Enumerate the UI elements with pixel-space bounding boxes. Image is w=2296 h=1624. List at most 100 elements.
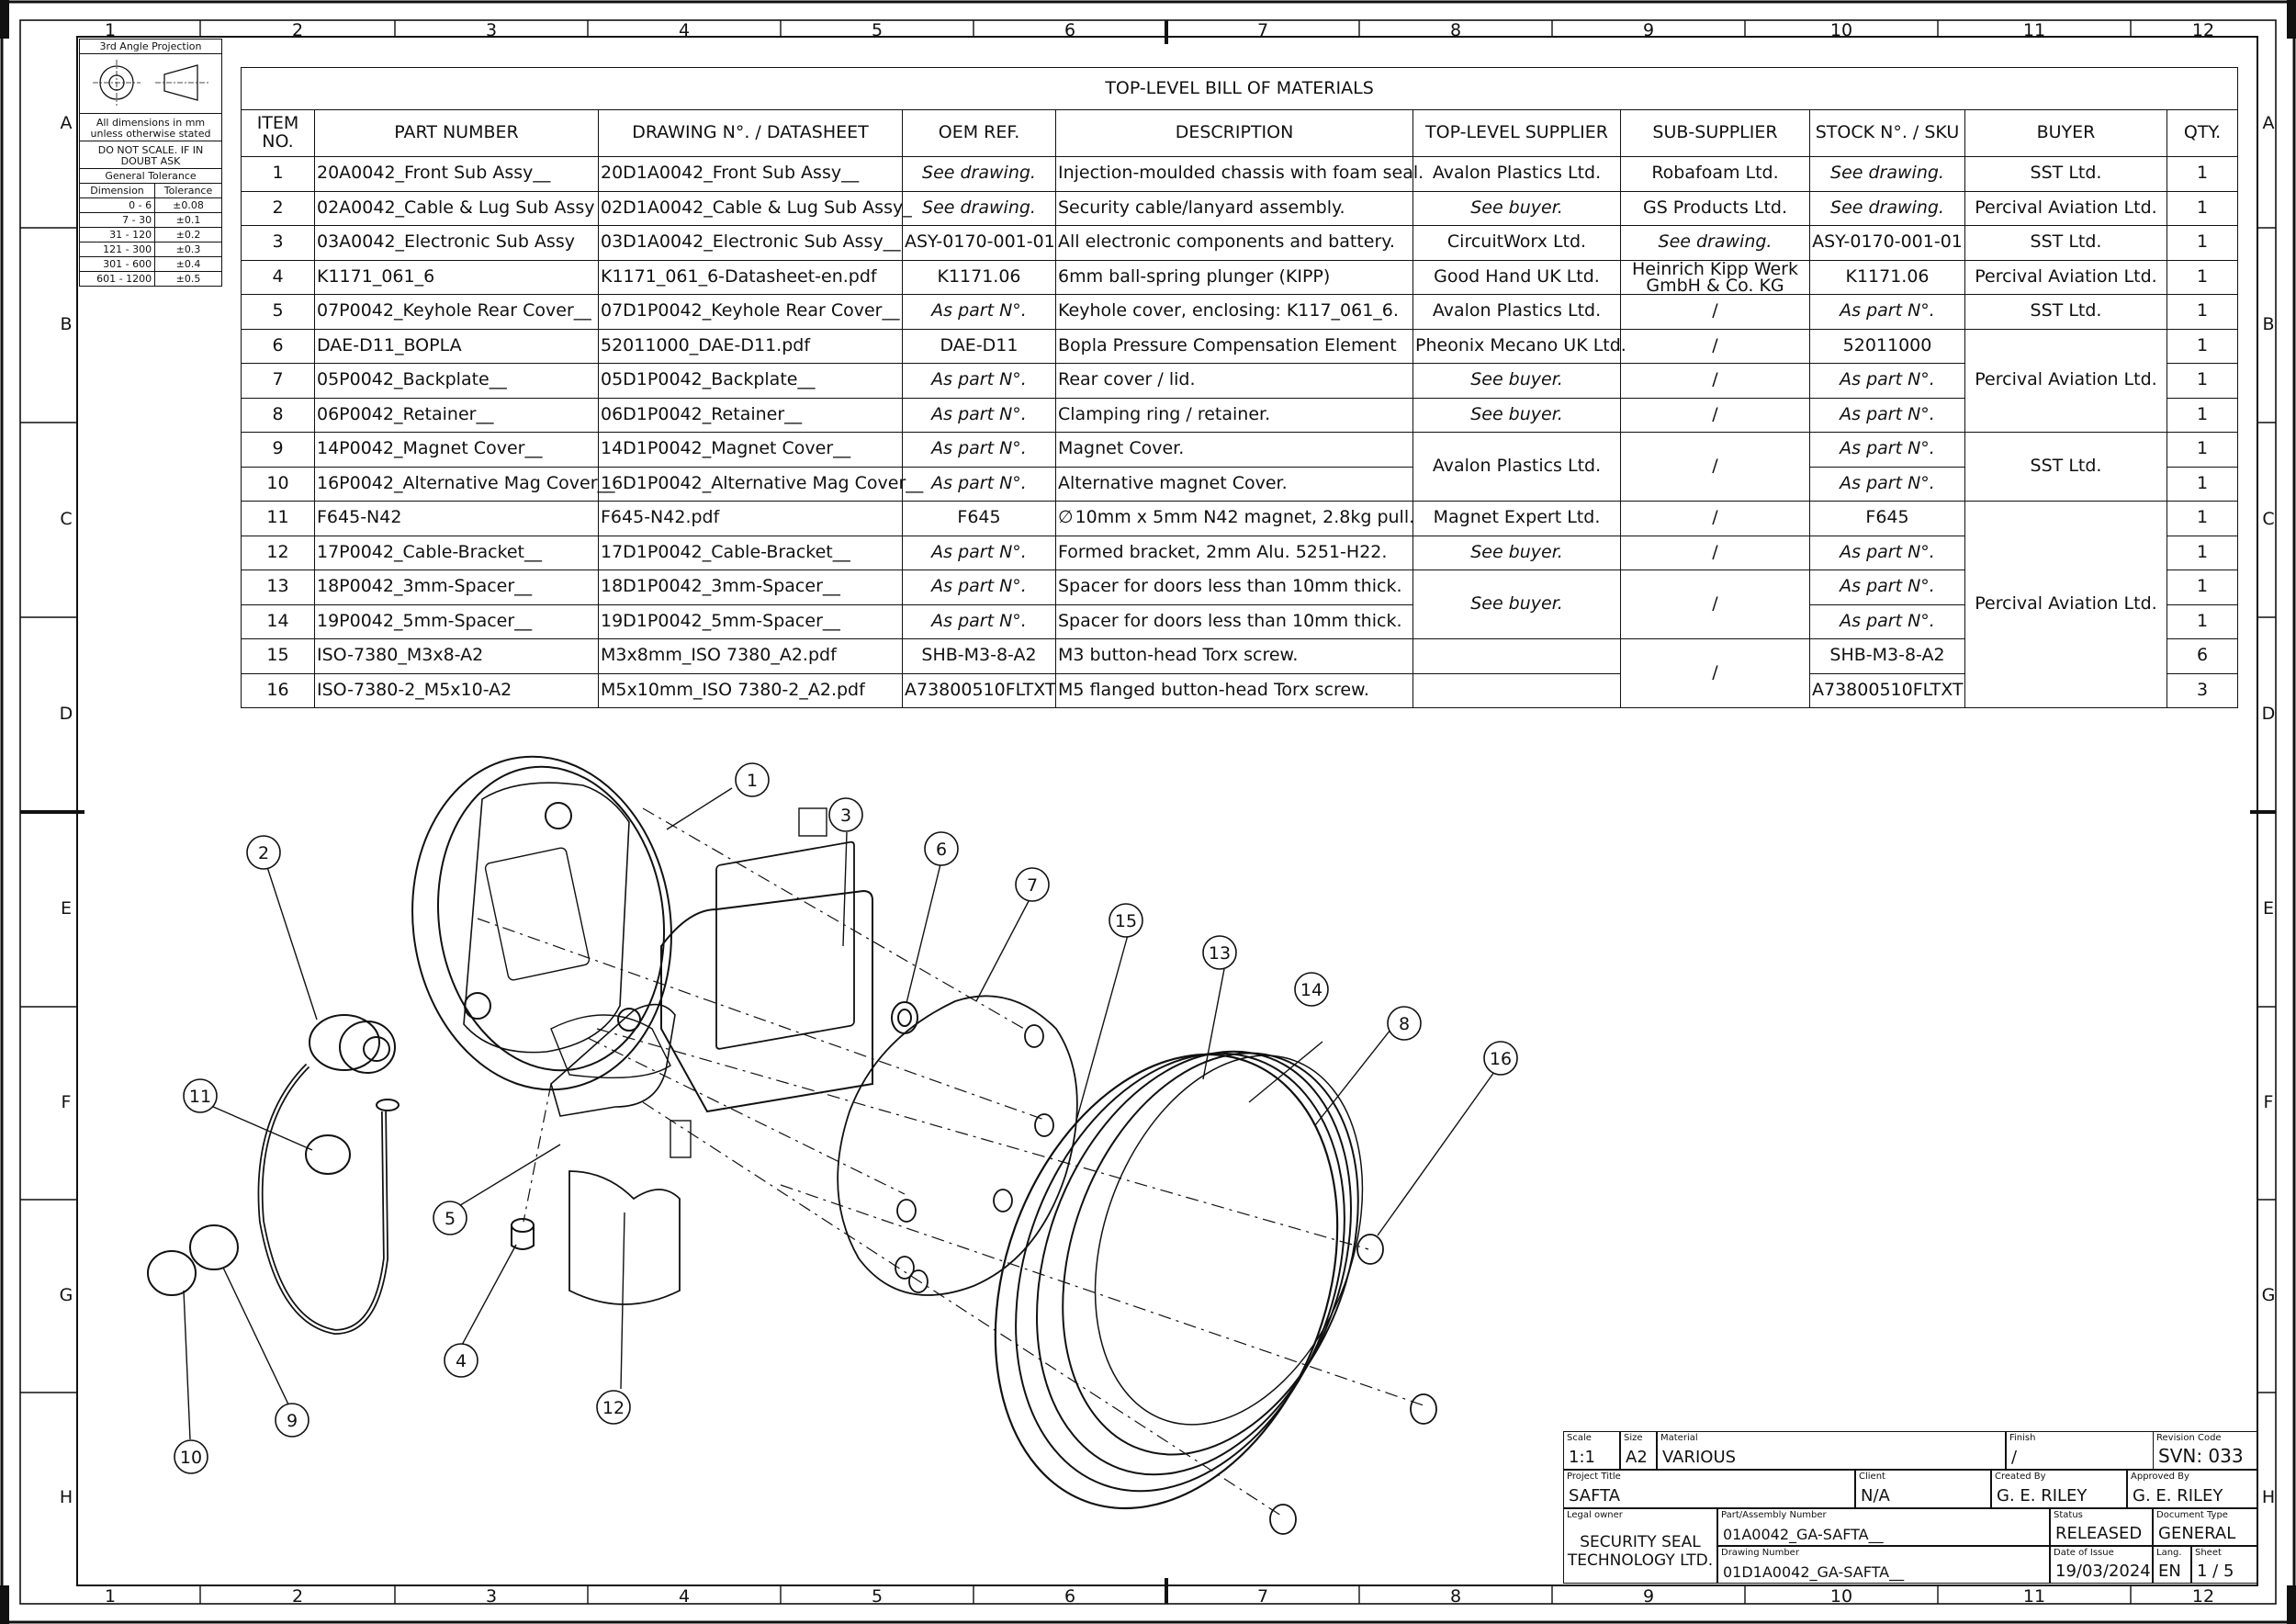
zone-col-top-12: 12 bbox=[2191, 20, 2215, 40]
bom-cell-item: 10 bbox=[241, 466, 315, 502]
bom-title: TOP-LEVEL BILL OF MATERIALS bbox=[240, 67, 2239, 110]
bom-cell-description: Alternative magnet Cover. bbox=[1055, 466, 1413, 502]
bom-cell-oem-ref: As part N°. bbox=[902, 397, 1056, 433]
bom-cell-top-supplier: See buyer. bbox=[1412, 535, 1621, 570]
bom-cell-qty: 1 bbox=[2166, 397, 2239, 433]
bom-cell-drawing: 19D1P0042_5mm-Spacer__ bbox=[598, 603, 903, 639]
magnet-cover-part bbox=[189, 1224, 239, 1270]
zone-row-left-D: D bbox=[59, 704, 73, 724]
bom-cell-sub-supplier: See drawing. bbox=[1620, 225, 1810, 261]
bom-cell-oem-ref: As part N°. bbox=[902, 603, 1056, 639]
bom-cell-top-supplier: See buyer. bbox=[1412, 363, 1621, 399]
bom-cell-top-supplier: See buyer. bbox=[1412, 190, 1621, 226]
balloon-label-8: 8 bbox=[1399, 1014, 1410, 1034]
balloon-label-12: 12 bbox=[602, 1398, 625, 1418]
balloon-10 bbox=[174, 1439, 208, 1474]
balloon-label-15: 15 bbox=[1115, 911, 1137, 931]
col-top-supplier: TOP-LEVEL SUPPLIER bbox=[1412, 109, 1621, 157]
bom-cell-part-number: ISO-7380_M3x8-A2 bbox=[314, 638, 599, 674]
balloon-label-3: 3 bbox=[840, 806, 851, 826]
bom-cell-drawing: F645-N42.pdf bbox=[598, 501, 903, 536]
balloon-label-6: 6 bbox=[936, 840, 947, 860]
bom-cell-oem-ref: As part N°. bbox=[902, 294, 1056, 330]
bom-cell-qty: 1 bbox=[2166, 225, 2239, 261]
tol-row: 31 - 120±0.2 bbox=[78, 227, 222, 242]
bom-cell-qty: 1 bbox=[2166, 535, 2239, 570]
bom-cell-item: 8 bbox=[241, 397, 315, 433]
bom-cell-stock-sku: 52011000 bbox=[1809, 328, 1965, 364]
balloon-label-14: 14 bbox=[1300, 980, 1322, 1000]
zone-col-bottom-1: 1 bbox=[104, 1586, 117, 1607]
bom-cell-stock-sku: As part N°. bbox=[1809, 397, 1965, 433]
bom-cell-stock-sku: As part N°. bbox=[1809, 363, 1965, 399]
balloon-label-7: 7 bbox=[1027, 875, 1038, 896]
bom-cell-stock-sku: K1171.06 bbox=[1809, 259, 1965, 295]
zone-col-top-1: 1 bbox=[104, 20, 117, 40]
bom-cell-drawing: M5x10mm_ISO 7380-2_A2.pdf bbox=[598, 672, 903, 708]
zone-col-top-6: 6 bbox=[1064, 20, 1076, 40]
zone-col-top-4: 4 bbox=[678, 20, 691, 40]
zone-col-bottom-3: 3 bbox=[485, 1586, 498, 1607]
balloon-label-10: 10 bbox=[180, 1448, 202, 1468]
bom-cell-sub-supplier: GS Products Ltd. bbox=[1620, 190, 1810, 226]
bom-header-row: ITEM NO. PART NUMBER DRAWING N°. / DATAS… bbox=[241, 109, 2239, 157]
bom-cell-sub-supplier: / bbox=[1620, 432, 1810, 502]
bom-cell-description: Magnet Cover. bbox=[1055, 432, 1413, 468]
bom-cell-oem-ref: As part N°. bbox=[902, 363, 1056, 399]
bom-cell-oem-ref: See drawing. bbox=[902, 156, 1056, 192]
bom-cell-stock-sku: See drawing. bbox=[1809, 190, 1965, 226]
balloon-5 bbox=[433, 1201, 467, 1235]
balloon-label-1: 1 bbox=[747, 771, 758, 791]
zone-row-left-H: H bbox=[59, 1487, 73, 1507]
bom-cell-top-supplier bbox=[1412, 672, 1621, 708]
balloon-label-4: 4 bbox=[456, 1351, 467, 1371]
bom-cell-item: 14 bbox=[241, 603, 315, 639]
bom-cell-item: 1 bbox=[241, 156, 315, 192]
tol-row: 0 - 6±0.08 bbox=[78, 197, 222, 213]
cable-bracket-part bbox=[568, 1170, 681, 1305]
front-chassis-part bbox=[411, 755, 672, 1091]
bom-cell-part-number: 02A0042_Cable & Lug Sub Assy bbox=[314, 190, 599, 226]
zone-row-right-D: D bbox=[2261, 704, 2276, 724]
zone-col-top-8: 8 bbox=[1449, 20, 1462, 40]
bom-cell-part-number: DAE-D11_BOPLA bbox=[314, 328, 599, 364]
bom-cell-part-number: ISO-7380-2_M5x10-A2 bbox=[314, 672, 599, 708]
bom-cell-oem-ref: See drawing. bbox=[902, 190, 1056, 226]
bom-cell-stock-sku: SHB-M3-8-A2 bbox=[1809, 638, 1965, 674]
bom-cell-qty: 1 bbox=[2166, 363, 2239, 399]
bom-cell-item: 2 bbox=[241, 190, 315, 226]
balloon-2 bbox=[246, 835, 281, 870]
tolerance-title: General Tolerance bbox=[79, 169, 222, 184]
bom-cell-description: Formed bracket, 2mm Alu. 5251-H22. bbox=[1055, 535, 1413, 570]
balloon-14 bbox=[1294, 972, 1329, 1007]
bom-cell-qty: 3 bbox=[2166, 672, 2239, 708]
electronics-part bbox=[660, 807, 873, 1158]
bom-cell-part-number: 07P0042_Keyhole Rear Cover__ bbox=[314, 294, 599, 330]
tol-row: 601 - 1200±0.5 bbox=[78, 271, 222, 287]
balloon-7 bbox=[1015, 867, 1050, 902]
bom-cell-drawing: 03D1A0042_Electronic Sub Assy__ bbox=[598, 225, 903, 261]
balloon-13 bbox=[1202, 935, 1237, 970]
bom-cell-description: Injection-moulded chassis with foam seal… bbox=[1055, 156, 1424, 192]
bom-cell-top-supplier: Pheonix Mecano UK Ltd. bbox=[1412, 328, 1626, 364]
bom-cell-oem-ref: K1171.06 bbox=[902, 259, 1056, 295]
bom-cell-sub-supplier: / bbox=[1620, 397, 1810, 433]
plunger-part bbox=[511, 1218, 535, 1250]
bom-cell-stock-sku: ASY-0170-001-01 bbox=[1809, 225, 1965, 261]
bom-cell-part-number: 18P0042_3mm-Spacer__ bbox=[314, 570, 599, 605]
balloon-1 bbox=[735, 762, 770, 797]
bom-cell-item: 5 bbox=[241, 294, 315, 330]
